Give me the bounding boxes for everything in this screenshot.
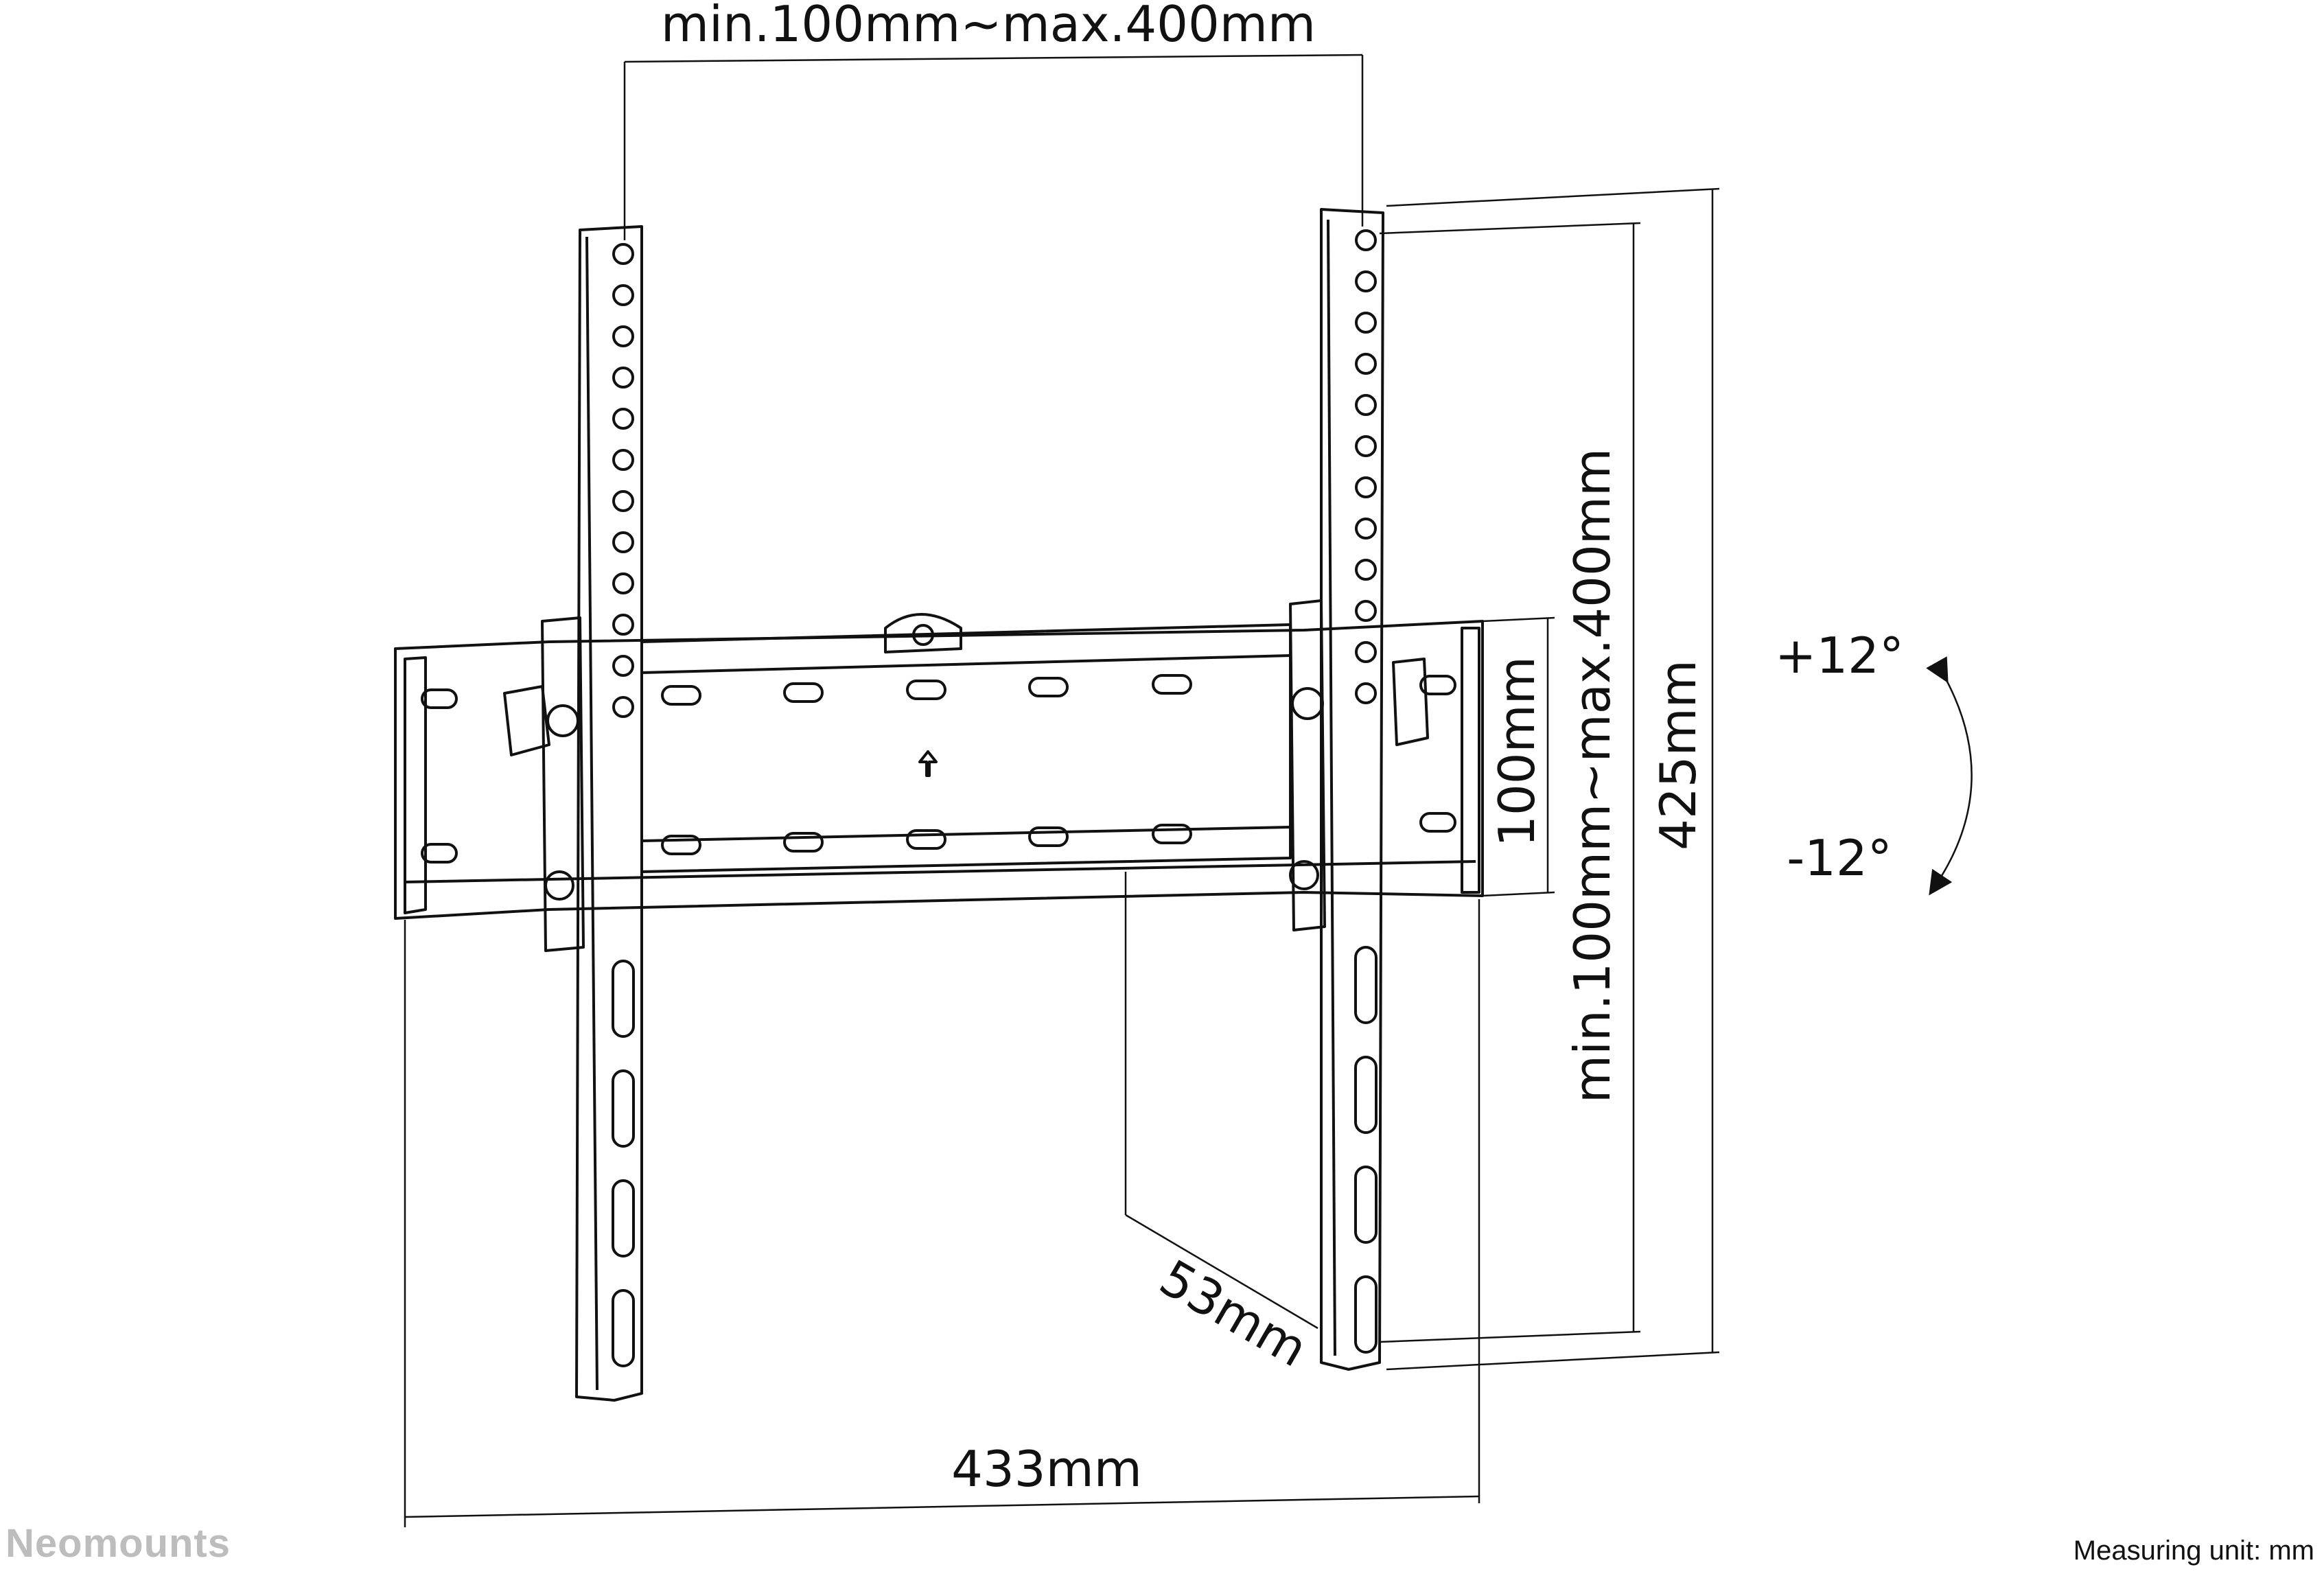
tilt-up-label: +12° <box>1775 627 1904 684</box>
depth-label: 53mm <box>1150 1249 1317 1378</box>
rail-h-ext-top <box>1482 616 1555 623</box>
left-arm <box>575 225 643 1402</box>
tilt-down-label: -12° <box>1787 829 1892 887</box>
height-ext-top <box>1386 187 1720 207</box>
vrange-ext-top <box>1379 222 1641 235</box>
left-knob-washer <box>546 704 579 737</box>
rail-slot <box>783 682 824 703</box>
tilt-arc <box>1926 656 1973 896</box>
height-ext-bottom <box>1386 1351 1720 1371</box>
top-width-label: min.100mm~max.400mm <box>661 0 1316 53</box>
rail-slot <box>661 685 701 706</box>
plate-slot <box>421 843 458 864</box>
left-arm-holes <box>612 243 635 1367</box>
rail-slot <box>661 835 701 855</box>
right-lower-bolt <box>1289 860 1319 890</box>
rail-slot <box>906 680 946 700</box>
right-arm-holes <box>1354 229 1378 1354</box>
right-knob <box>1392 658 1429 746</box>
plate-slot <box>1419 812 1456 833</box>
right-hinge-bracket <box>1289 599 1326 931</box>
lock-clip <box>884 613 962 653</box>
right-knob-washer <box>1291 687 1324 720</box>
width-line <box>404 1495 1480 1518</box>
plate-slot <box>421 688 458 709</box>
mount-outline <box>394 208 1484 1402</box>
left-arm-fold <box>585 236 599 1391</box>
left-knob <box>503 685 550 756</box>
lock-hole <box>912 624 934 646</box>
rail-slot <box>783 832 824 853</box>
up-arrow-icon <box>918 750 938 777</box>
depth-line <box>1125 1214 1318 1330</box>
top-width-line <box>624 54 1363 63</box>
measuring-unit-note: Measuring unit: mm <box>2073 1536 2314 1566</box>
rail-slot <box>906 829 946 850</box>
vrange-ext-bottom <box>1379 1330 1641 1343</box>
vertical-range-label: min.100mm~max.400mm <box>1564 448 1621 1103</box>
right-arm-fold <box>1327 219 1336 1356</box>
plate-slot <box>1419 675 1456 695</box>
left-hinge-bracket <box>541 616 585 952</box>
height-label: 425mm <box>1649 660 1707 850</box>
front-rail-top-edge <box>641 654 1291 674</box>
total-width-label: 433mm <box>951 1440 1142 1498</box>
front-rail-bottom-edge <box>641 826 1291 842</box>
rail-slot <box>1152 674 1192 695</box>
wall-plate-right-edge <box>1461 627 1480 894</box>
dimension-lines <box>404 54 1973 1527</box>
left-lower-bolt <box>544 870 574 901</box>
rail-slot <box>1152 824 1192 844</box>
brand-logo: Neomounts <box>5 1521 231 1566</box>
rail-height-label: 100mm <box>1488 656 1546 847</box>
rail-slot <box>1028 826 1069 847</box>
rail-slot <box>1028 677 1069 697</box>
wall-plate-left-edge <box>404 656 427 914</box>
rail-h-ext-bottom <box>1482 891 1555 897</box>
right-arm <box>1320 208 1384 1371</box>
